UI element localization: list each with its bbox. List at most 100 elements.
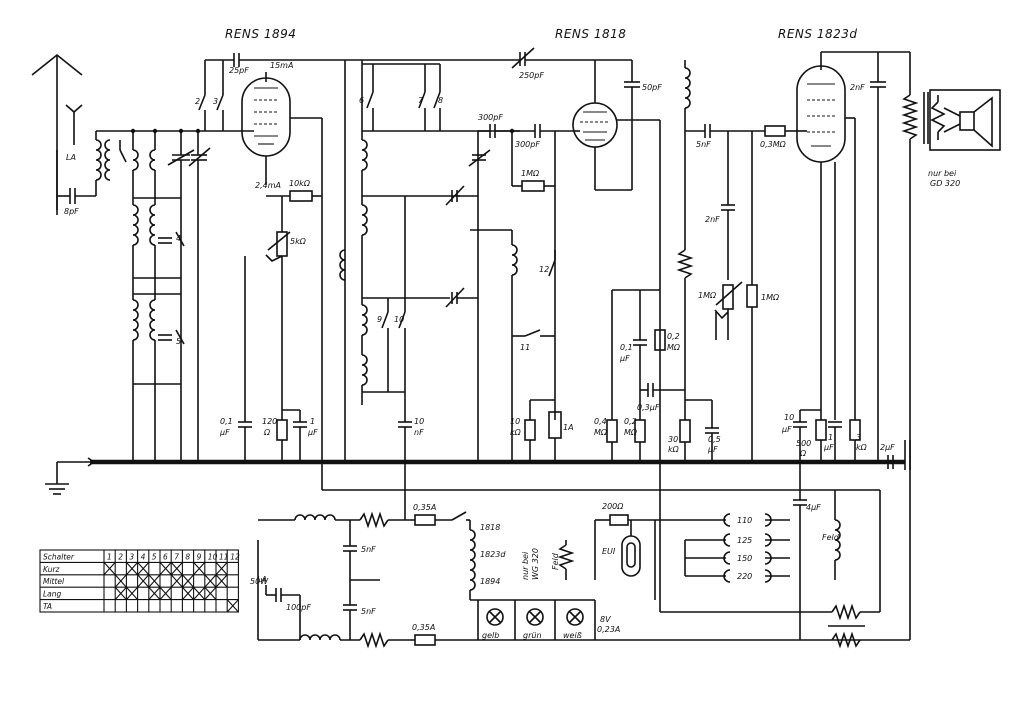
table-col-header: 9 bbox=[197, 552, 202, 561]
svg-text:μF: μF bbox=[219, 428, 230, 437]
svg-text:5: 5 bbox=[176, 337, 181, 346]
trimmer-caps bbox=[158, 131, 211, 462]
svg-text:Feld: Feld bbox=[551, 552, 560, 570]
tube-label-rens1818: RENS 1818 bbox=[555, 27, 626, 41]
svg-text:Ω: Ω bbox=[263, 428, 271, 437]
svg-text:weiß: weiß bbox=[563, 631, 582, 640]
svg-text:1: 1 bbox=[310, 417, 315, 426]
svg-text:MΩ: MΩ bbox=[594, 428, 608, 437]
svg-text:250pF: 250pF bbox=[519, 71, 544, 80]
svg-text:220: 220 bbox=[737, 572, 752, 581]
svg-text:1MΩ: 1MΩ bbox=[698, 291, 717, 300]
svg-text:0,3μF: 0,3μF bbox=[637, 403, 660, 412]
svg-text:10: 10 bbox=[784, 413, 794, 422]
svg-text:110: 110 bbox=[737, 516, 752, 525]
tube-label-rens1823d: RENS 1823d bbox=[778, 27, 857, 41]
svg-text:300pF: 300pF bbox=[515, 140, 540, 149]
svg-text:1894: 1894 bbox=[480, 577, 500, 586]
svg-text:MΩ: MΩ bbox=[667, 343, 681, 352]
svg-text:1A: 1A bbox=[563, 423, 574, 432]
svg-text:kΩ: kΩ bbox=[856, 443, 868, 452]
svg-text:300pF: 300pF bbox=[478, 113, 503, 122]
svg-text:5nF: 5nF bbox=[361, 607, 376, 616]
table-row-label: TA bbox=[43, 602, 52, 611]
table-col-header: 2 bbox=[118, 552, 123, 561]
table-col-header: 8 bbox=[185, 552, 190, 561]
svg-text:10: 10 bbox=[414, 417, 424, 426]
svg-text:3: 3 bbox=[856, 433, 861, 442]
svg-text:9: 9 bbox=[377, 315, 382, 324]
svg-text:50pF: 50pF bbox=[642, 83, 662, 92]
svg-text:nur bei: nur bei bbox=[928, 169, 957, 178]
svg-text:150: 150 bbox=[737, 554, 752, 563]
svg-text:1: 1 bbox=[828, 433, 833, 442]
table-row-label: Lang bbox=[43, 590, 62, 599]
ground-symbol bbox=[45, 462, 69, 495]
antenna bbox=[31, 53, 83, 215]
coil-stack-left bbox=[132, 131, 181, 462]
svg-text:gelb: gelb bbox=[482, 631, 499, 640]
table-header: Schalter bbox=[43, 552, 75, 561]
svg-text:0,35A: 0,35A bbox=[413, 503, 436, 512]
svg-text:4μF: 4μF bbox=[806, 503, 821, 512]
svg-text:grün: grün bbox=[523, 631, 542, 640]
svg-text:1MΩ: 1MΩ bbox=[521, 169, 540, 178]
svg-text:kΩ: kΩ bbox=[510, 428, 522, 437]
svg-text:4: 4 bbox=[176, 234, 181, 243]
svg-text:2nF: 2nF bbox=[705, 215, 720, 224]
svg-text:GD 320: GD 320 bbox=[930, 179, 960, 188]
svg-text:μF: μF bbox=[619, 354, 630, 363]
svg-text:12: 12 bbox=[539, 265, 549, 274]
svg-text:1818: 1818 bbox=[480, 523, 500, 532]
svg-text:120: 120 bbox=[262, 417, 277, 426]
table-col-header: 1 bbox=[107, 552, 112, 561]
svg-text:μF: μF bbox=[781, 425, 792, 434]
svg-text:11: 11 bbox=[520, 343, 530, 352]
svg-text:Ω: Ω bbox=[799, 449, 807, 458]
svg-text:8: 8 bbox=[438, 96, 443, 105]
svg-text:0,5: 0,5 bbox=[708, 435, 721, 444]
svg-text:200Ω: 200Ω bbox=[602, 502, 624, 511]
svg-text:30: 30 bbox=[668, 435, 678, 444]
svg-text:μF: μF bbox=[823, 443, 834, 452]
svg-text:0,1: 0,1 bbox=[620, 343, 633, 352]
svg-text:WG 320: WG 320 bbox=[531, 548, 540, 580]
svg-text:50W: 50W bbox=[250, 577, 269, 586]
svg-text:0,35A: 0,35A bbox=[412, 623, 435, 632]
svg-text:Feld: Feld bbox=[822, 533, 840, 542]
dial-lamps bbox=[477, 600, 596, 640]
svg-text:EUI: EUI bbox=[602, 547, 616, 556]
svg-text:100pF: 100pF bbox=[286, 603, 311, 612]
svg-text:8V: 8V bbox=[600, 615, 611, 624]
svg-text:MΩ: MΩ bbox=[624, 428, 638, 437]
svg-text:3: 3 bbox=[213, 97, 218, 106]
svg-text:15mA: 15mA bbox=[270, 61, 293, 70]
tube-rens1818 bbox=[572, 60, 661, 612]
svg-text:500: 500 bbox=[796, 439, 811, 448]
table-col-header: 7 bbox=[174, 552, 179, 561]
svg-text:0,1: 0,1 bbox=[220, 417, 233, 426]
svg-text:μF: μF bbox=[307, 428, 318, 437]
table-col-header: 5 bbox=[152, 552, 157, 561]
svg-text:5nF: 5nF bbox=[696, 140, 711, 149]
table-col-header: 4 bbox=[141, 552, 146, 561]
svg-text:nur bei: nur bei bbox=[521, 551, 530, 580]
svg-text:7: 7 bbox=[418, 96, 424, 105]
svg-text:10kΩ: 10kΩ bbox=[289, 179, 311, 188]
table-col-header: 11 bbox=[219, 552, 229, 561]
svg-text:6: 6 bbox=[359, 96, 364, 105]
capacitor-25pf bbox=[233, 53, 345, 67]
svg-text:25pF: 25pF bbox=[229, 66, 249, 75]
label-8pf: 8pF bbox=[64, 207, 79, 216]
svg-text:125: 125 bbox=[737, 536, 752, 545]
voltage-selector bbox=[655, 513, 790, 583]
svg-text:10: 10 bbox=[394, 315, 404, 324]
label-la: LA bbox=[66, 153, 76, 162]
svg-text:2,4mA: 2,4mA bbox=[255, 181, 281, 190]
svg-text:1823d: 1823d bbox=[480, 550, 506, 559]
svg-text:0,3MΩ: 0,3MΩ bbox=[760, 140, 787, 149]
table-col-header: 10 bbox=[208, 552, 218, 561]
svg-text:5nF: 5nF bbox=[361, 545, 376, 554]
table-row-label: Kurz bbox=[43, 565, 61, 574]
